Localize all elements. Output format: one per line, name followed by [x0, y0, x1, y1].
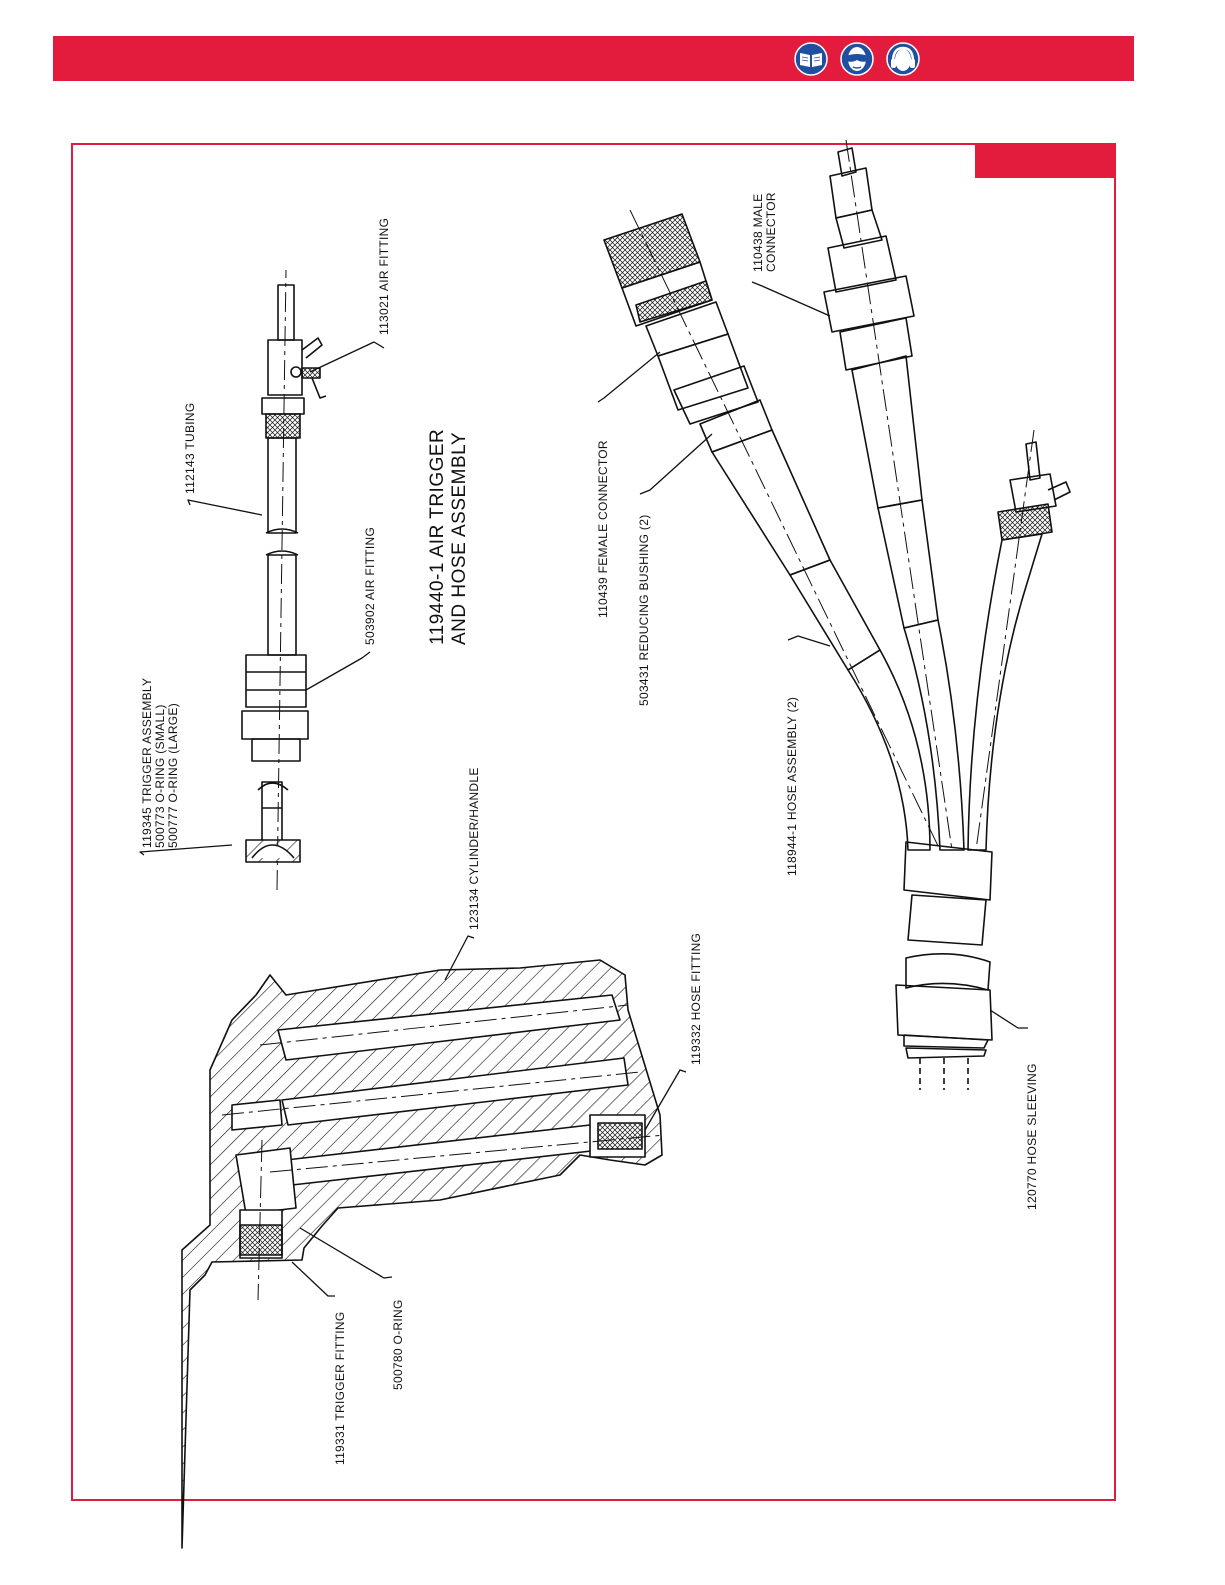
hose-assembly-118944-label: 118944-1 HOSE ASSEMBLY (2) [785, 697, 799, 876]
read-manual-icon [794, 42, 828, 76]
reducing-bushing-503431-label: 503431 REDUCING BUSHING (2) [637, 515, 651, 707]
diagram-title-line2: AND HOSE ASSEMBLY [449, 432, 470, 645]
air-trigger-exploded-view [241, 269, 327, 891]
cylinder-handle-123134-label: 123134 CYLINDER/HANDLE [467, 767, 481, 930]
tubing-112143-label: 112143 TUBING [183, 402, 197, 494]
o-ring-500777-label: 500777 O-RING (LARGE) [166, 703, 180, 848]
hose-assembly-view [603, 139, 1071, 1090]
cylinder-handle-section [181, 959, 665, 1549]
leader-lines [139, 281, 1028, 1297]
female-connector-110439-label: 110439 FEMALE CONNECTOR [596, 440, 610, 618]
header-bar [53, 36, 1134, 81]
male-connector-110438-label-line2: CONNECTOR [764, 192, 778, 272]
hose-fitting-119332-label: 119332 HOSE FITTING [689, 933, 703, 1065]
air-fitting-113021-label: 113021 AIR FITTING [377, 218, 391, 335]
hearing-protection-icon [886, 42, 920, 76]
o-ring-500780-label: 500780 O-RING [391, 1299, 405, 1390]
male-connector-110438-label-line1: 110438 MALE [751, 194, 765, 272]
trigger-fitting-119331-label: 119331 TRIGGER FITTING [333, 1311, 347, 1465]
o-ring-500773-label: 500773 O-RING (SMALL) [153, 704, 167, 848]
diagram-title-line1: 119440-1 AIR TRIGGER [427, 429, 448, 645]
trigger-assembly-119345-label: 119345 TRIGGER ASSEMBLY [140, 678, 154, 848]
eye-protection-icon [840, 42, 874, 76]
hose-sleeving-120770-label: 120770 HOSE SLEEVING [1025, 1063, 1039, 1210]
diagram-frame [71, 143, 1116, 1501]
corner-tab [975, 143, 1116, 178]
air-fitting-503902-label: 503902 AIR FITTING [363, 527, 377, 645]
